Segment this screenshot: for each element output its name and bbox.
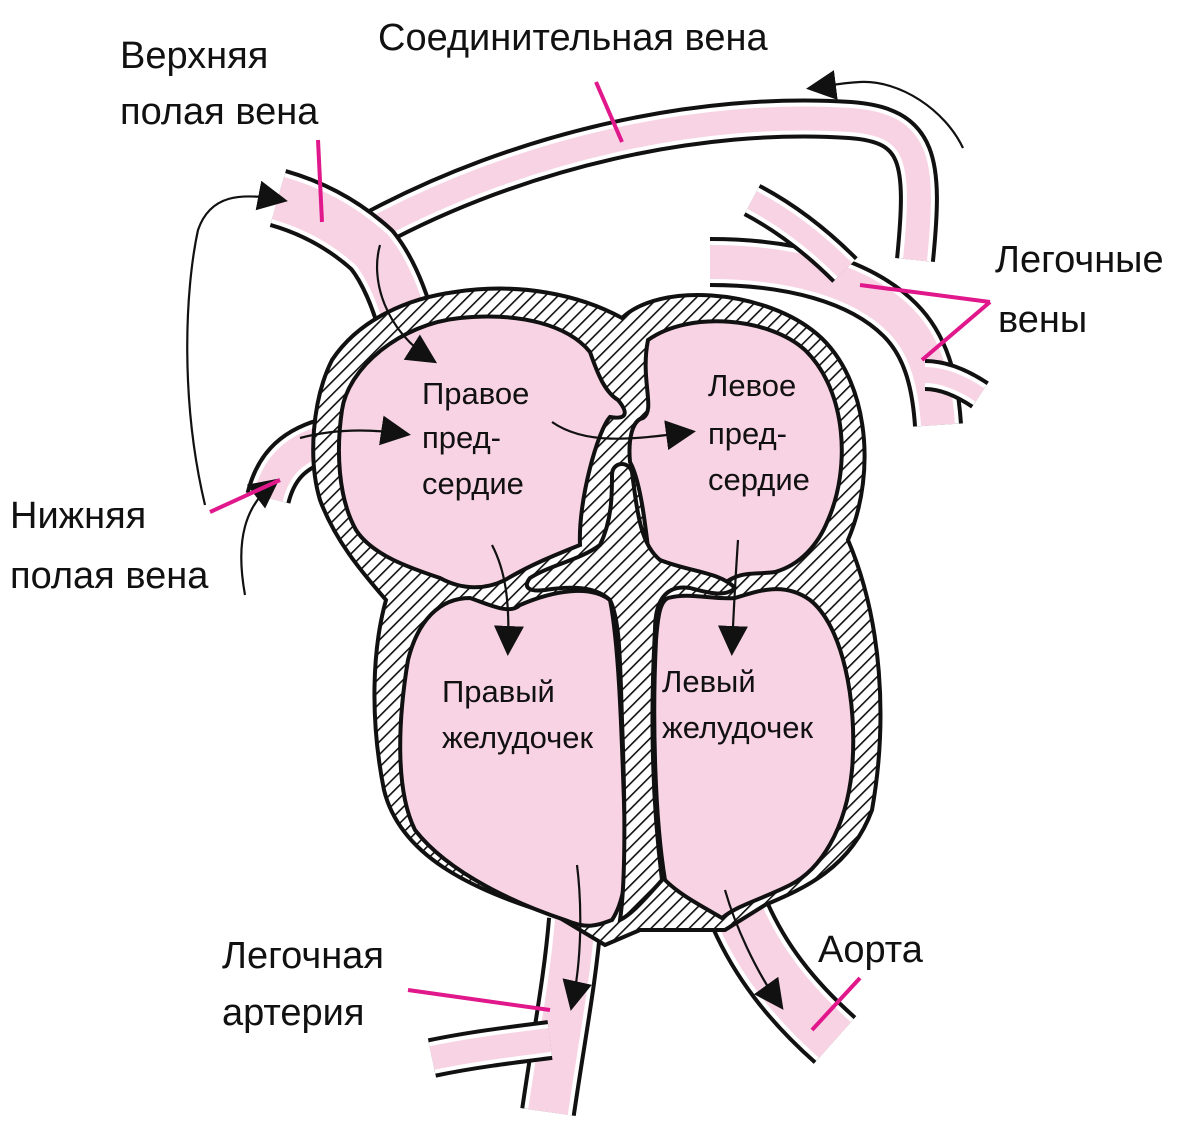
leader-pulm-artery [407, 988, 551, 1012]
label-left-atrium-3: сердие [708, 462, 810, 497]
label-left-ventricle-1: Левый [662, 664, 756, 699]
leader-pulm-veins-b [920, 300, 992, 362]
label-pulm-veins-1: Легочные [995, 239, 1164, 281]
label-svc-1: Верхняя [120, 35, 268, 77]
leader-connecting-vein [594, 81, 624, 143]
leader-ivc [209, 478, 281, 514]
label-right-atrium-1: Правое [422, 376, 529, 411]
leader-svc [316, 139, 324, 223]
label-ivc-2: полая вена [10, 555, 209, 597]
label-right-ventricle-1: Правый [442, 674, 555, 709]
label-pulm-artery-2: артерия [222, 992, 364, 1034]
septum [524, 462, 738, 924]
label-right-atrium-3: сердие [422, 466, 524, 501]
label-left-ventricle-2: желудочек [662, 710, 814, 745]
label-right-ventricle-2: желудочек [442, 720, 594, 755]
label-svc-2: полая вена [120, 91, 319, 133]
label-pulm-artery-1: Легочная [222, 935, 384, 977]
label-left-atrium-1: Левое [708, 368, 796, 403]
pulmonary-artery [427, 917, 603, 1117]
label-pulm-veins-2: вены [998, 299, 1087, 341]
superior-vena-cava [269, 169, 437, 339]
chambers [336, 314, 856, 928]
right-ventricle [398, 588, 629, 928]
pulmonary-veins [709, 184, 989, 427]
label-right-atrium-2: пред- [422, 420, 501, 455]
left-atrium [627, 319, 844, 588]
label-connecting-vein: Соединительная вена [378, 17, 768, 59]
flow-arrows [186, 70, 964, 1011]
leader-lines [209, 81, 992, 1032]
label-ivc-1: Нижняя [10, 495, 146, 537]
connecting-vein [362, 98, 939, 262]
leader-aorta [810, 976, 862, 1032]
labels: Соединительная вена Верхняя полая вена Л… [10, 17, 1164, 1034]
label-aorta: Аорта [818, 929, 924, 971]
leader-pulm-veins-a [859, 283, 991, 304]
label-left-atrium-2: пред- [708, 416, 787, 451]
